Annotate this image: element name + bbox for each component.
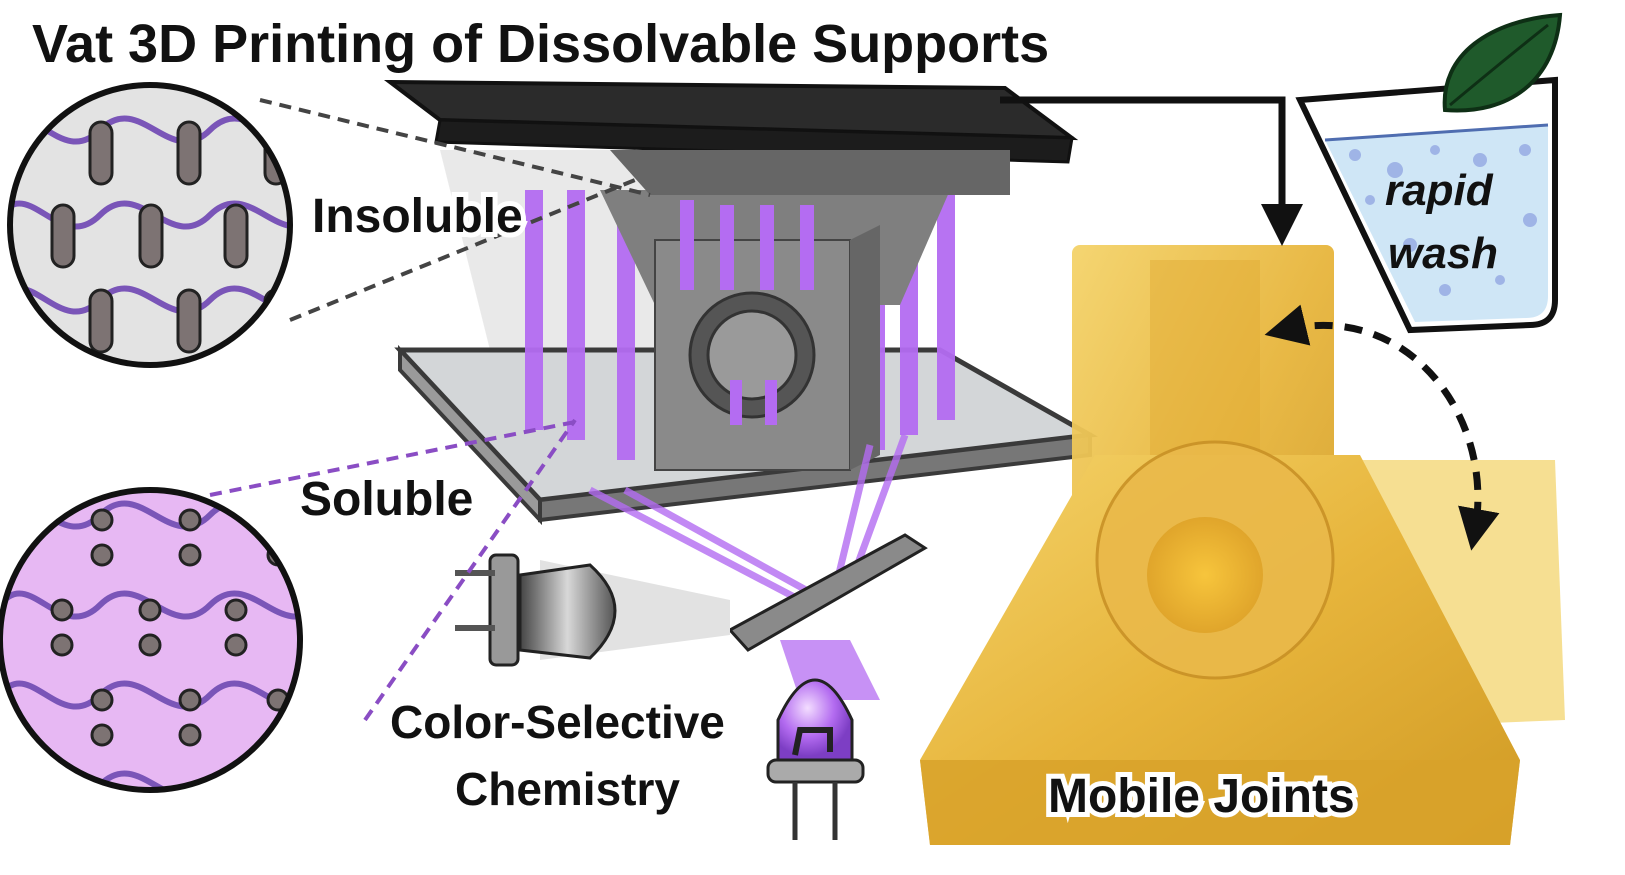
color-selective-label: Color-Selective	[390, 696, 725, 748]
wash-label: wash	[1388, 229, 1498, 278]
insoluble-network-inset	[7, 82, 293, 368]
process-arrow	[1000, 96, 1303, 246]
chemistry-label: Chemistry	[455, 763, 680, 815]
soluble-network-inset	[0, 487, 303, 793]
rotation-arrow	[1264, 304, 1500, 551]
leaf-icon	[1442, 12, 1563, 113]
led-white-icon	[455, 553, 730, 667]
mobile-joints-label: Mobile Joints	[1048, 770, 1355, 823]
beaker-icon	[1295, 76, 1558, 334]
insoluble-label: Insoluble	[312, 190, 523, 243]
printed-part	[920, 245, 1565, 845]
page-title: Vat 3D Printing of Dissolvable Supports	[32, 14, 1049, 74]
led-uv-icon	[766, 640, 880, 840]
soluble-label: Soluble	[300, 473, 473, 526]
rapid-label: rapid	[1385, 166, 1494, 215]
printer-build-plate	[383, 79, 1098, 652]
